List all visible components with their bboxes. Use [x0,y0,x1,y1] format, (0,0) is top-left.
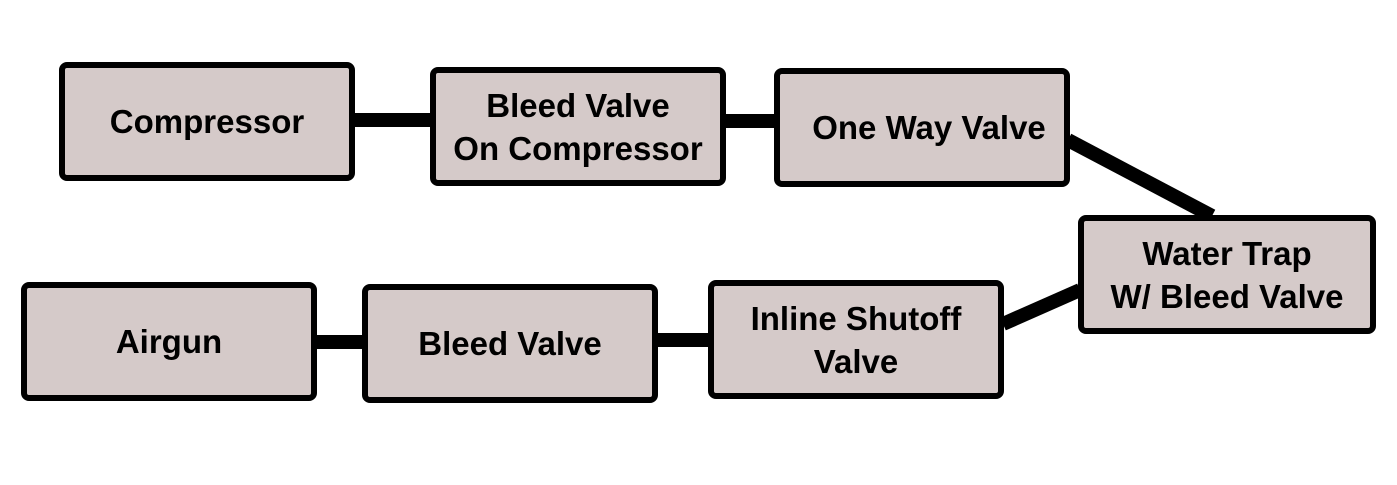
connector-water-trap-to-inline-shutoff [1000,283,1083,331]
compressor-box: Compressor [59,62,355,181]
bleed-valve-box: Bleed Valve [362,284,658,403]
one-way-valve-box: One Way Valve [774,68,1070,187]
water-trap-box: Water Trap W/ Bleed Valve [1078,215,1376,334]
inline-shutoff-valve-box: Inline Shutoff Valve [708,280,1004,399]
bleed-valve-on-compressor-box: Bleed Valve On Compressor [430,67,726,186]
airgun-box: Airgun [21,282,317,401]
connector-one-way-valve-to-water-trap [1064,133,1216,223]
